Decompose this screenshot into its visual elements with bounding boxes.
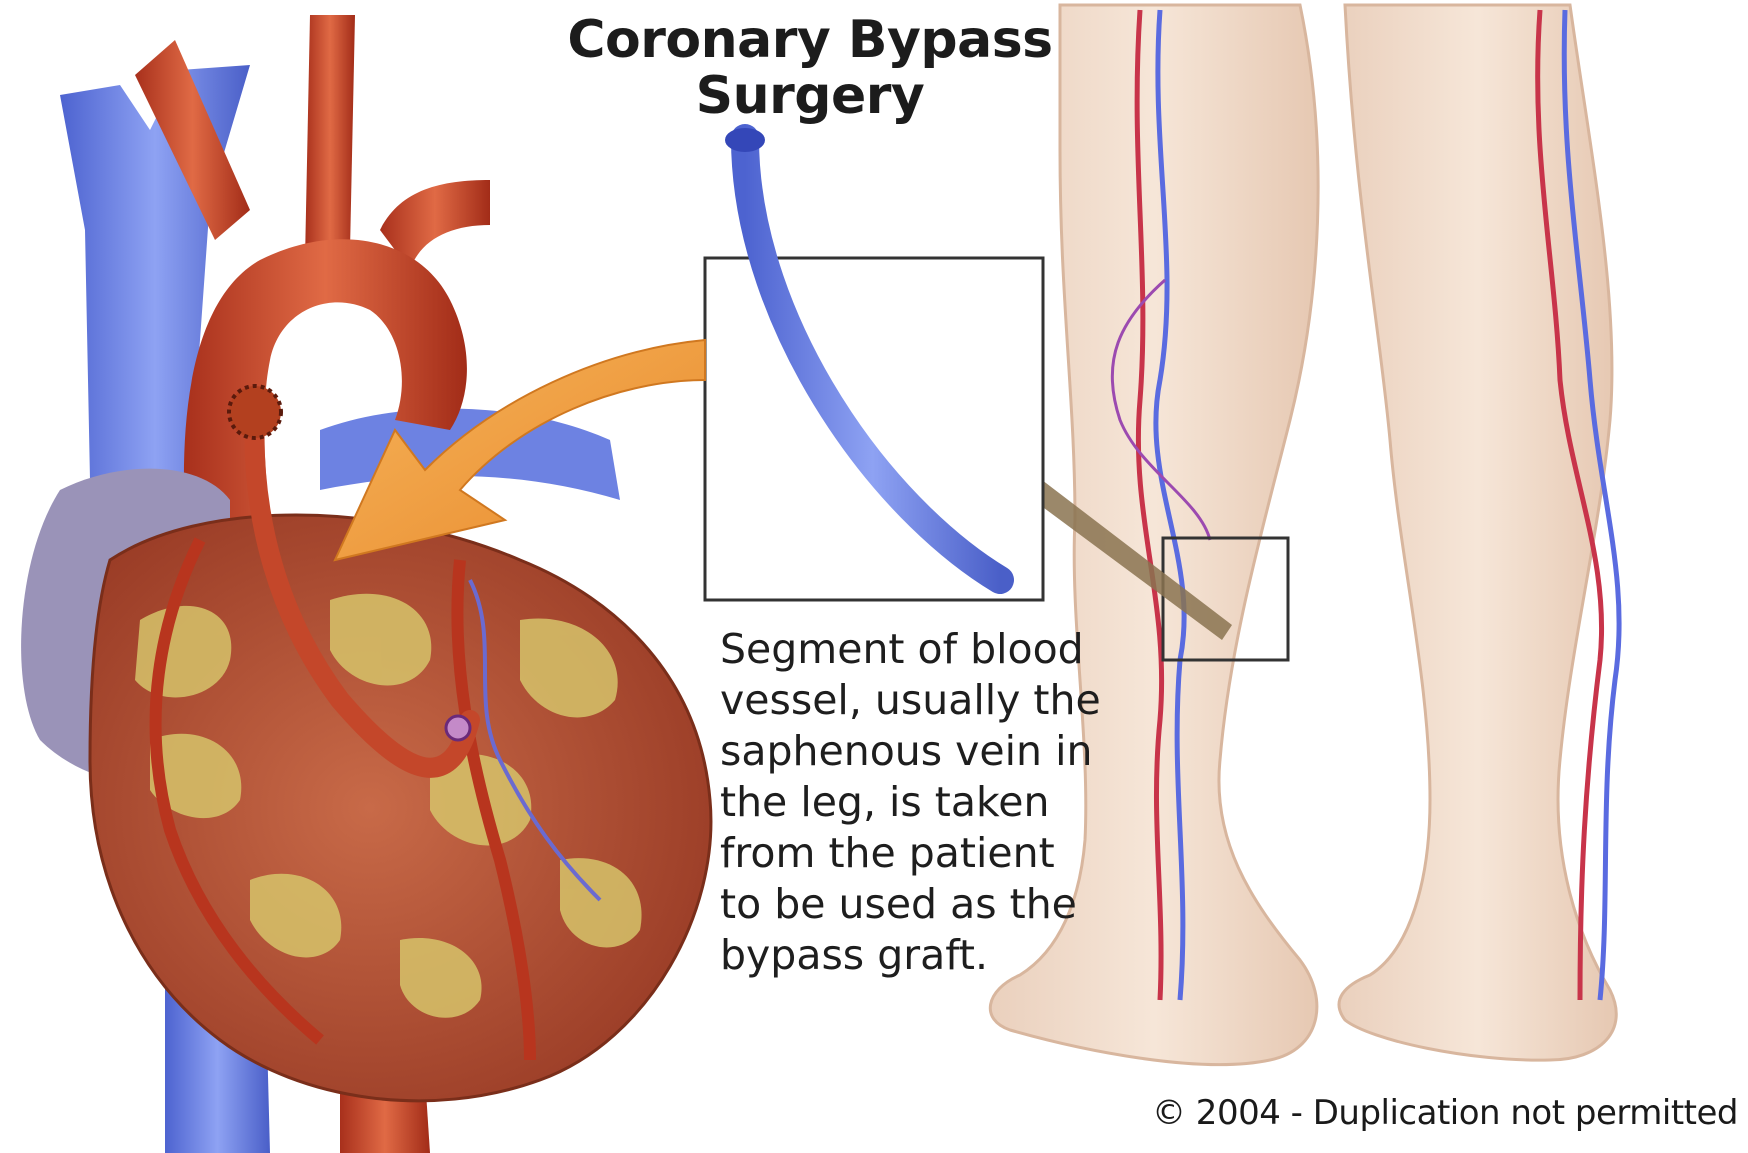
caption-line: bypass graft. — [720, 930, 1140, 981]
right-leg — [1339, 5, 1616, 1060]
diagram-title: Coronary Bypass Surgery — [560, 12, 1060, 124]
caption-line: Segment of blood — [720, 624, 1140, 675]
title-line-2: Surgery — [560, 68, 1060, 124]
graft-anastomosis-coronary — [446, 716, 470, 740]
graft-anastomosis-aorta — [229, 386, 281, 438]
copyright-notice: © 2004 - Duplication not permitted — [1152, 1093, 1738, 1133]
carotid-artery — [305, 15, 355, 260]
caption-line: the leg, is taken — [720, 777, 1140, 828]
graft-caption: Segment of blood vessel, usually the sap… — [720, 624, 1140, 981]
vein-segment-end — [725, 128, 765, 152]
title-line-1: Coronary Bypass — [560, 12, 1060, 68]
vein-segment-inset — [705, 128, 1043, 600]
inset-box — [705, 258, 1043, 600]
caption-line: saphenous vein in — [720, 726, 1140, 777]
caption-line: from the patient — [720, 828, 1140, 879]
caption-line: to be used as the — [720, 879, 1140, 930]
heart — [21, 15, 711, 1153]
caption-line: vessel, usually the — [720, 675, 1140, 726]
